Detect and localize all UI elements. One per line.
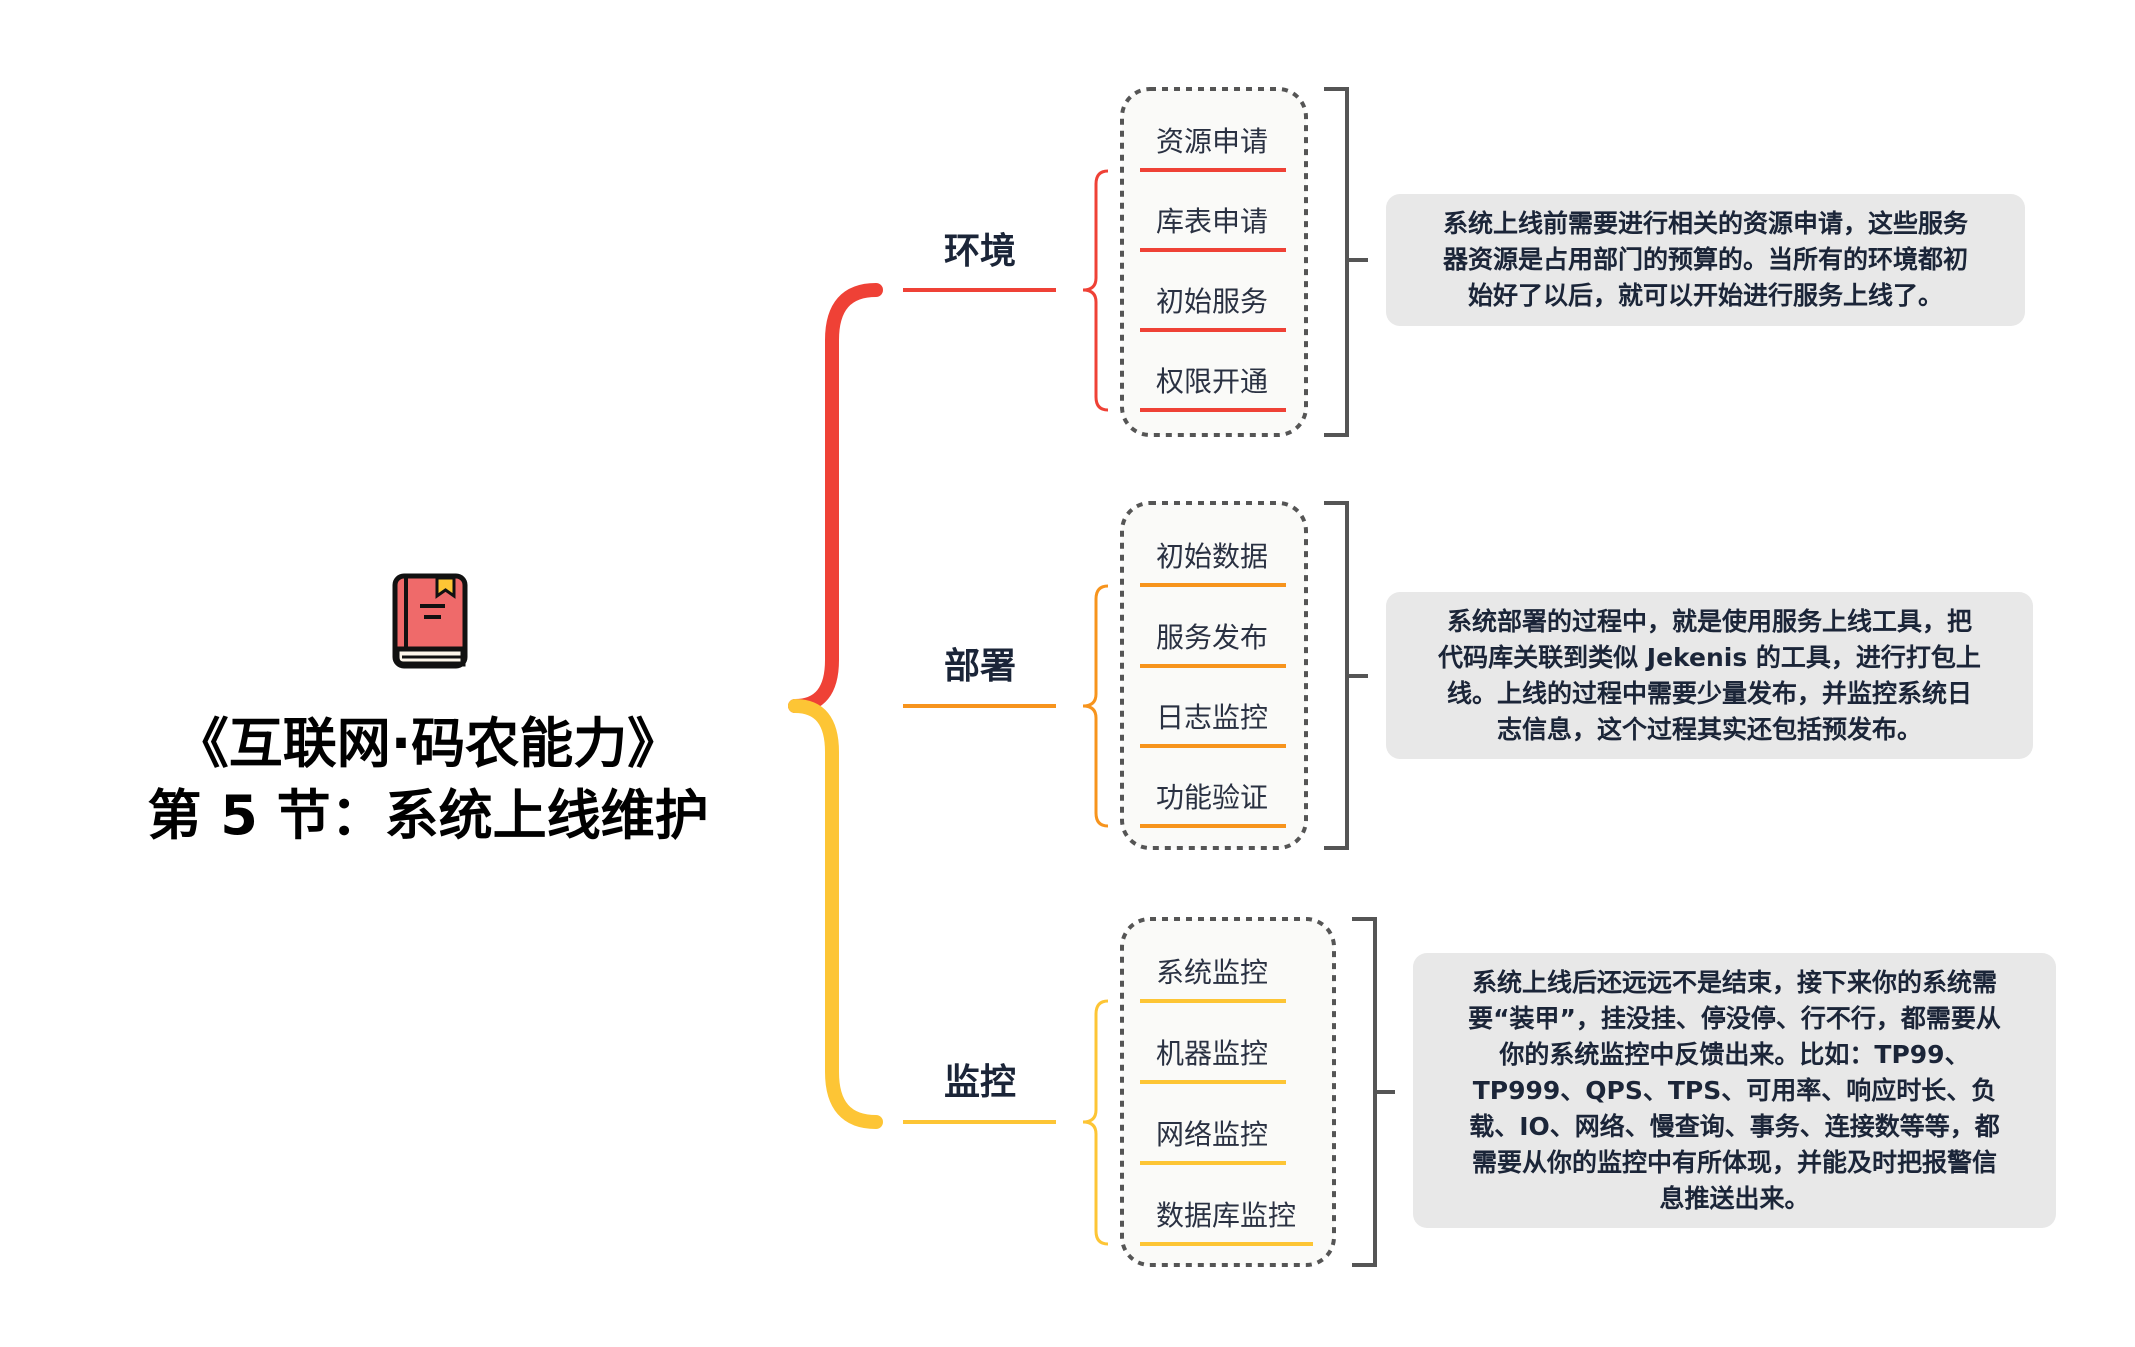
note-line: 你的系统监控中反馈出来。比如：TP99、 (1499, 1039, 1970, 1069)
note-line: TP999、QPS、TPS、可用率、响应时长、负 (1472, 1075, 1997, 1105)
list-item: 机器监控 (1156, 1037, 1269, 1070)
note-line: 始好了以后，就可以开始进行服务上线了。 (1467, 281, 1943, 310)
book-icon (392, 573, 468, 669)
branch-label-deploy: 部署 (943, 646, 1016, 687)
note-line: 系统上线后还远远不是结束，接下来你的系统需 (1471, 967, 1997, 997)
list-item: 系统监控 (1156, 956, 1269, 989)
list-item: 库表申请 (1156, 205, 1269, 238)
note-line: 志信息，这个过程其实还包括预发布。 (1496, 714, 1922, 744)
note-line: 息推送出来。 (1659, 1183, 1810, 1213)
list-item: 日志监控 (1156, 701, 1269, 734)
group-box-env (1120, 87, 1308, 437)
branch-label-monitor: 监控 (943, 1062, 1016, 1103)
title-line-1: 《互联网·码农能力》 (174, 712, 682, 775)
note-line: 器资源是占用部门的预算的。当所有的环境都初 (1442, 245, 1968, 274)
list-item: 数据库监控 (1156, 1199, 1297, 1232)
sub-brace-monitor (1082, 999, 1109, 1246)
branch-label-env: 环境 (943, 231, 1016, 272)
bracket-env (1324, 87, 1368, 437)
list-item: 功能验证 (1156, 781, 1269, 814)
sub-brace-deploy (1082, 584, 1109, 828)
list-item: 权限开通 (1156, 365, 1269, 398)
note-line: 线。上线的过程中需要少量发布，并监控系统日 (1446, 678, 1972, 708)
list-item: 服务发布 (1156, 621, 1269, 654)
list-item: 资源申请 (1156, 125, 1269, 158)
bracket-monitor (1352, 917, 1395, 1267)
bracket-deploy (1324, 501, 1368, 850)
title-line-2: 第 5 节：系统上线维护 (147, 784, 709, 847)
group-box-deploy (1120, 501, 1308, 850)
main-brace-bottom (788, 699, 883, 1129)
env-underlines (1140, 168, 1286, 412)
note-deploy: 系统部署的过程中，就是使用服务上线工具，把 代码库关联到类似 Jekenis 的… (1386, 592, 2033, 759)
sub-brace-env (1082, 169, 1109, 412)
list-item: 网络监控 (1156, 1118, 1269, 1151)
group-box-monitor (1120, 917, 1336, 1267)
deploy-underlines (1140, 583, 1286, 828)
note-line: 载、IO、网络、慢查询、事务、连接数等等，都 (1469, 1111, 2000, 1141)
main-brace-top (788, 283, 883, 713)
list-item: 初始服务 (1156, 285, 1269, 318)
note-line: 代码库关联到类似 Jekenis 的工具，进行打包上 (1438, 642, 1981, 672)
list-item: 初始数据 (1156, 540, 1269, 573)
note-line: 要“装甲”，挂没挂、停没停、行不行，都需要从 (1468, 1003, 2001, 1033)
note-line: 需要从你的监控中有所体现，并能及时把报警信 (1471, 1147, 1997, 1177)
monitor-underlines (1140, 999, 1313, 1246)
note-monitor: 系统上线后还远远不是结束，接下来你的系统需 要“装甲”，挂没挂、停没停、行不行，… (1413, 953, 2056, 1228)
note-line: 系统上线前需要进行相关的资源申请，这些服务 (1442, 209, 1968, 238)
note-line: 系统部署的过程中，就是使用服务上线工具，把 (1446, 606, 1972, 636)
note-env: 系统上线前需要进行相关的资源申请，这些服务 器资源是占用部门的预算的。当所有的环… (1386, 194, 2025, 326)
